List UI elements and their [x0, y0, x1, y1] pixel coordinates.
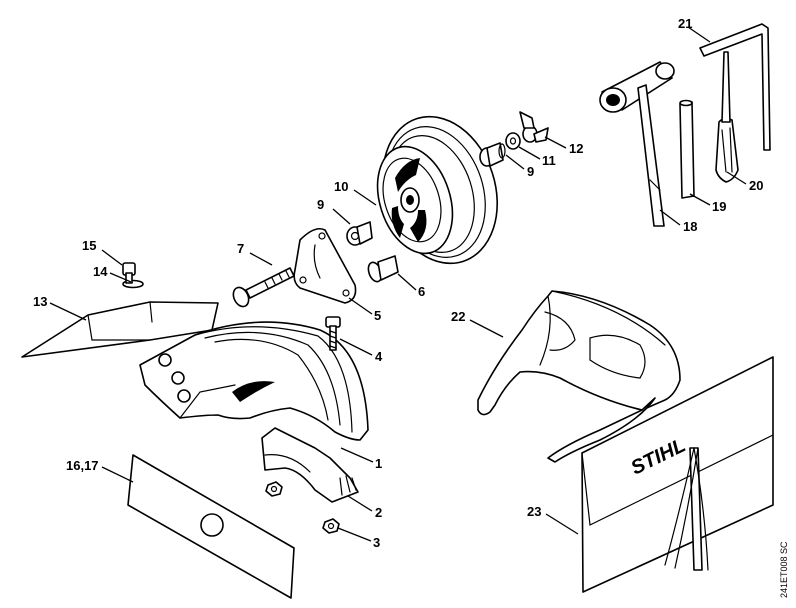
callout-14: 14 — [93, 264, 108, 279]
callout-4: 4 — [375, 349, 383, 364]
callout-18: 18 — [683, 219, 697, 234]
callout-22: 22 — [451, 309, 465, 324]
callout-9-left: 9 — [317, 197, 324, 212]
screwdriver — [715, 51, 739, 183]
guard-housing — [139, 321, 369, 441]
nuts — [265, 481, 340, 534]
blade — [127, 454, 295, 599]
deflector-plate — [21, 301, 219, 358]
callout-6: 6 — [418, 284, 425, 299]
tool-pouch: STIHL — [581, 356, 774, 593]
callout-7: 7 — [237, 241, 244, 256]
callout-19: 19 — [712, 199, 726, 214]
callout-5: 5 — [374, 308, 381, 323]
long-bolt — [232, 267, 295, 308]
callout-12: 12 — [569, 141, 583, 156]
clamp — [261, 427, 359, 503]
leader-lines — [49, 26, 747, 542]
hex-key — [699, 23, 771, 151]
drawing-code: 241ET008 SC — [779, 541, 789, 598]
bushing-9a — [346, 221, 373, 246]
safety-glasses — [477, 290, 681, 463]
callout-13: 13 — [33, 294, 47, 309]
callout-11: 11 — [542, 153, 556, 168]
callout-2: 2 — [375, 505, 382, 520]
wing-nut — [519, 111, 549, 143]
callout-20: 20 — [749, 178, 763, 193]
bushing-9b — [479, 142, 506, 167]
callout-3: 3 — [373, 535, 380, 550]
combination-wrench — [599, 61, 675, 227]
washer — [505, 132, 521, 150]
rod — [679, 99, 695, 199]
callout-9-right: 9 — [527, 164, 534, 179]
screw-4 — [325, 316, 341, 351]
wheel — [376, 115, 499, 265]
callout-16-17: 16,17 — [66, 458, 99, 473]
callout-10: 10 — [334, 179, 348, 194]
screw-and-washer — [122, 262, 144, 289]
callout-21: 21 — [678, 16, 692, 31]
callout-labels: 1 2 3 4 5 6 7 9 10 9 11 12 13 14 15 16,1… — [33, 16, 763, 550]
mounting-plate — [293, 227, 357, 304]
callout-23: 23 — [527, 504, 541, 519]
callout-15: 15 — [82, 238, 96, 253]
axle-bolt — [367, 255, 399, 283]
callout-1: 1 — [375, 456, 382, 471]
